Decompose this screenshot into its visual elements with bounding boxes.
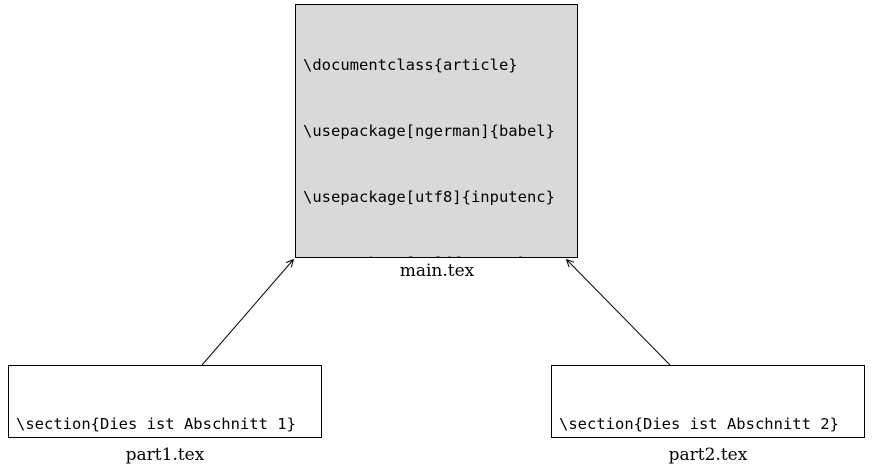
arrow-part2-to-main — [565, 258, 671, 366]
code-line: \documentclass{article} — [303, 56, 518, 74]
code-line: \usepackage[ngerman]{babel} — [303, 122, 555, 140]
main-tex-box: \documentclass{article} \usepackage[nger… — [295, 4, 578, 258]
part2-tex-label: part2.tex — [668, 445, 748, 465]
part2-tex-box: \section{Dies ist Abschnitt 2} Hier ein … — [551, 365, 865, 438]
code-line: \usepackage[utf8]{inputenc} — [303, 188, 555, 206]
part1-tex-label: part1.tex — [125, 445, 205, 465]
code-line: \usepackage[T1]{fontenc} — [303, 252, 577, 257]
part1-tex-box: \section{Dies ist Abschnitt 1} Hier ein … — [8, 365, 322, 438]
code-line: \section{Dies ist Abschnitt 1} — [16, 415, 296, 433]
main-tex-label: main.tex — [399, 261, 475, 281]
code-line: \section{Dies ist Abschnitt 2} — [559, 415, 839, 433]
arrow-part1-to-main — [201, 258, 295, 366]
